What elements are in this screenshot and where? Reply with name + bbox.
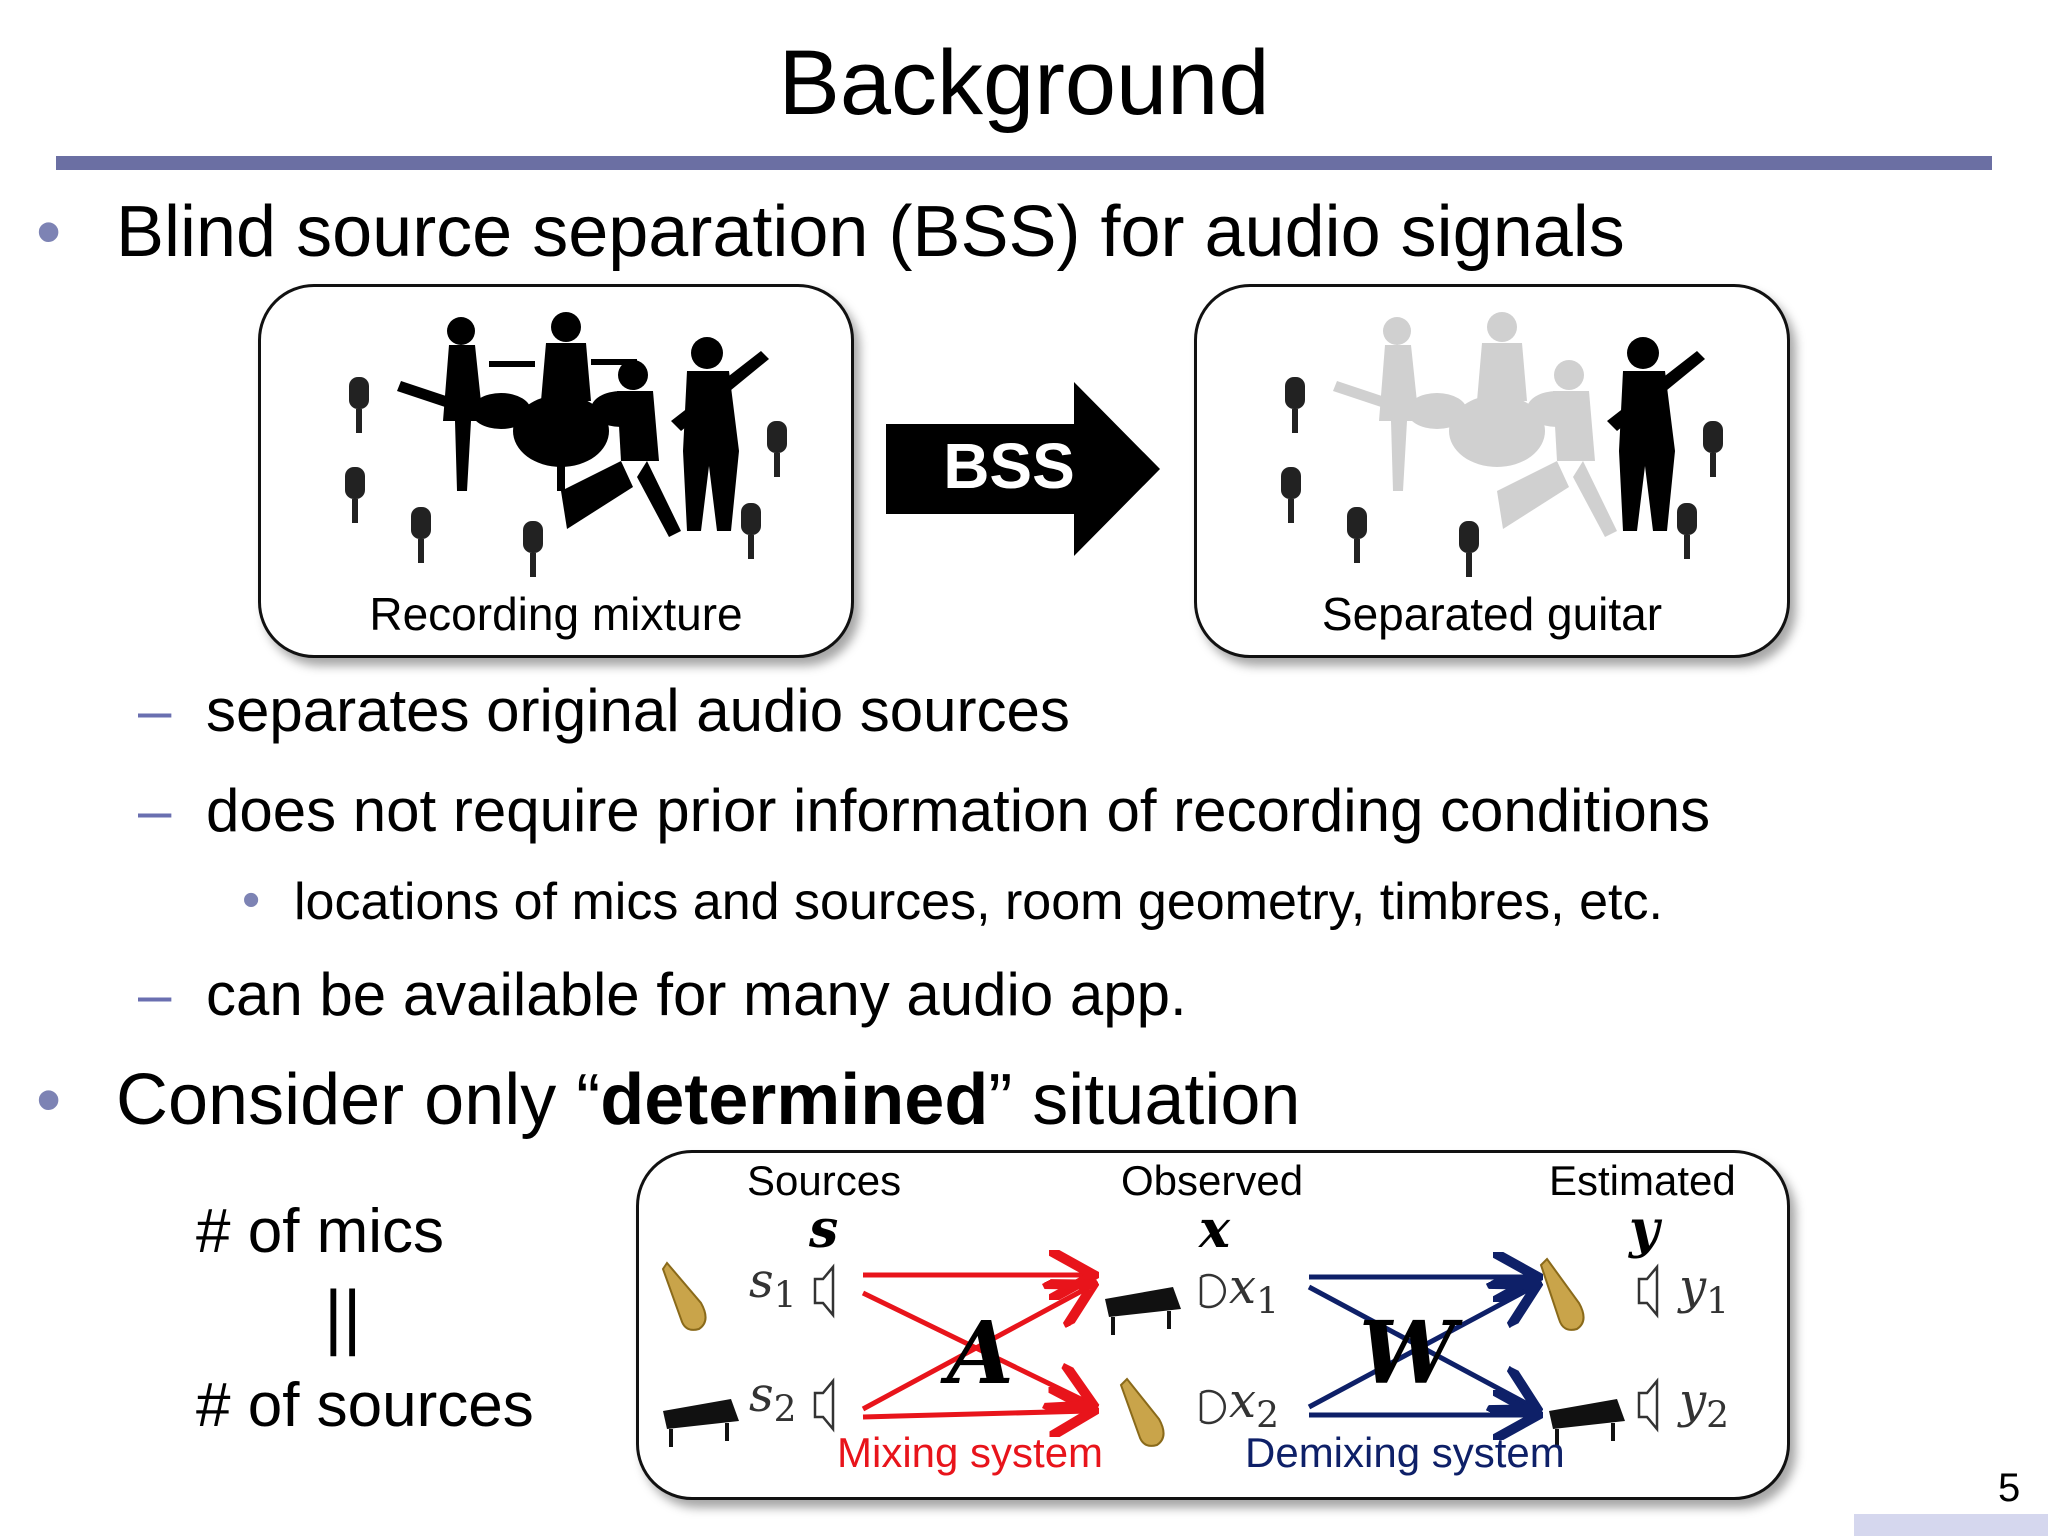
mixing-diagram-svg xyxy=(661,1153,1659,1447)
sub-bullet-2-detail: locations of mics and sources, room geom… xyxy=(294,873,1663,931)
bullet-dot-small: • xyxy=(242,871,261,929)
bss-arrow-label: BSS xyxy=(943,430,1075,502)
mixing-demixing-panel: Sources Observed Estimated s x y xyxy=(636,1150,1790,1500)
recording-mixture-caption: Recording mixture xyxy=(369,588,743,640)
estimated-header: Estimated xyxy=(1549,1157,1736,1204)
bullet-bss: Blind source separation (BSS) for audio … xyxy=(116,192,1625,272)
y2-symbol: y2 xyxy=(1679,1373,1729,1437)
s1-letter: s xyxy=(749,1253,774,1309)
bullet-dot: • xyxy=(36,192,62,272)
equals-symbol: || xyxy=(324,1277,362,1357)
y2-subscript: 2 xyxy=(1706,1395,1730,1437)
y2-letter: y xyxy=(1679,1373,1707,1429)
mics-count-label: # of mics xyxy=(196,1197,445,1266)
s1-symbol: s1 xyxy=(749,1253,797,1317)
s2-subscript: 2 xyxy=(773,1389,797,1431)
determined-suffix: ” situation xyxy=(988,1060,1301,1140)
mixing-matrix-A: A xyxy=(947,1303,1014,1404)
footer-bar xyxy=(1854,1514,2048,1536)
x1-subscript: 1 xyxy=(1256,1281,1279,1323)
sources-count-label: # of sources xyxy=(196,1371,534,1440)
x2-symbol: x2 xyxy=(1229,1373,1279,1437)
separated-guitar-caption: Separated guitar xyxy=(1321,588,1663,640)
y1-symbol: y1 xyxy=(1679,1259,1729,1323)
demixing-matrix-W: W xyxy=(1359,1303,1456,1404)
separated-guitar-panel: Separated guitar xyxy=(1194,284,1790,658)
s2-letter: s xyxy=(749,1367,774,1423)
y-vector: y xyxy=(1629,1199,1660,1260)
observed-header: Observed xyxy=(1121,1157,1304,1204)
band-silhouette-icon xyxy=(345,312,787,577)
sub-bullet-1: separates original audio sources xyxy=(206,677,1070,744)
x-vector: x xyxy=(1199,1199,1231,1260)
dash-1: – xyxy=(138,677,172,744)
sub-bullet-3: can be available for many audio app. xyxy=(206,961,1187,1028)
s2-symbol: s2 xyxy=(749,1367,797,1431)
sub-bullet-2: does not require prior information of re… xyxy=(206,777,1711,844)
slide-title: Background xyxy=(778,32,1270,134)
y1-subscript: 1 xyxy=(1706,1281,1730,1323)
x2-subscript: 2 xyxy=(1256,1395,1279,1437)
bss-arrow-icon xyxy=(886,382,1160,556)
s-vector: s xyxy=(809,1199,839,1260)
determined-bold: determined xyxy=(600,1060,989,1140)
dash-3: – xyxy=(138,961,172,1028)
title-divider xyxy=(56,156,1992,170)
page-number: 5 xyxy=(1998,1466,2021,1510)
separated-band-icon xyxy=(1281,312,1723,577)
x1-letter: x xyxy=(1229,1259,1257,1315)
mixing-system-label: Mixing system xyxy=(837,1429,1104,1476)
determined-prefix: Consider only “ xyxy=(116,1060,601,1140)
saxophone-icon xyxy=(661,1261,707,1331)
dash-2: – xyxy=(138,777,172,844)
y1-letter: y xyxy=(1679,1259,1707,1315)
recording-mixture-panel: Recording mixture xyxy=(258,284,854,658)
x2-letter: x xyxy=(1229,1373,1257,1429)
bullet-dot: • xyxy=(36,1060,62,1140)
x1-symbol: x1 xyxy=(1229,1259,1279,1323)
sources-header: Sources xyxy=(747,1157,902,1204)
s1-subscript: 1 xyxy=(773,1275,797,1317)
demixing-system-label: Demixing system xyxy=(1245,1429,1565,1476)
bullet-determined: Consider only “determined” situation xyxy=(116,1058,1300,1142)
